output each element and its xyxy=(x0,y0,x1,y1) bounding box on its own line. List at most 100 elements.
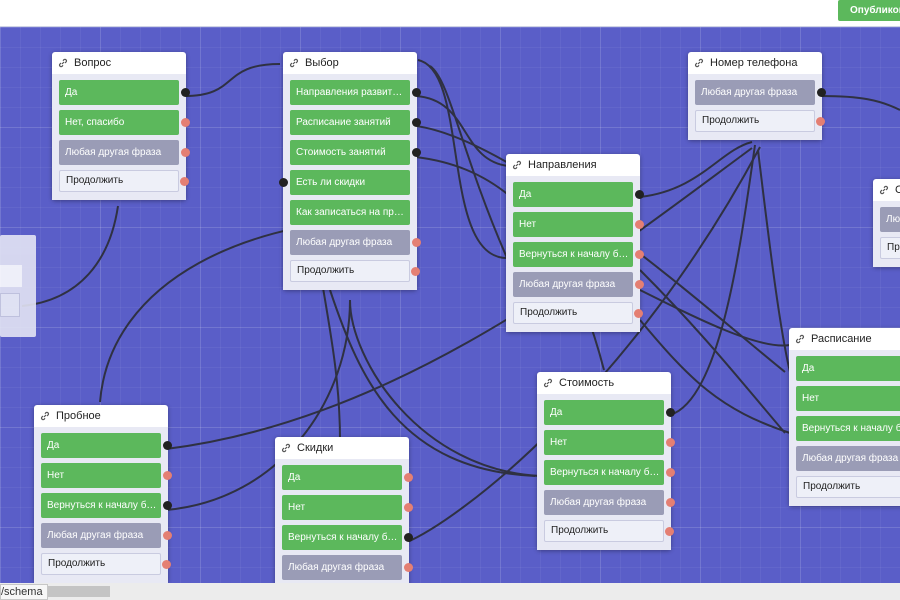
continue-option[interactable]: Продолжить xyxy=(41,553,171,575)
output-port[interactable] xyxy=(181,88,190,97)
option-button[interactable]: Как записаться на пробн... xyxy=(290,200,410,225)
output-port[interactable] xyxy=(635,250,644,259)
continue-option[interactable]: Продолжить xyxy=(796,476,900,498)
output-port[interactable] xyxy=(666,438,675,447)
fallback-option[interactable]: Любая другая фраза xyxy=(513,272,644,297)
output-port[interactable] xyxy=(635,280,644,289)
fallback-option[interactable]: Люб xyxy=(880,207,900,232)
status-bar: /schema xyxy=(0,583,900,600)
fallback-option[interactable]: Любая другая фраза xyxy=(695,80,826,105)
node-raspisanie[interactable]: Расписание Да Нет Вернуться к началу бес… xyxy=(789,328,900,506)
option-button[interactable]: Нет xyxy=(513,212,644,237)
output-port[interactable] xyxy=(163,531,172,540)
output-port[interactable] xyxy=(404,533,413,542)
node-vopros[interactable]: Вопрос Да Нет, спасибо Любая другая фраз… xyxy=(52,52,190,200)
output-port[interactable] xyxy=(404,503,413,512)
node-header[interactable]: Направления xyxy=(506,154,640,176)
node-header[interactable]: Скидки xyxy=(275,437,409,459)
edge-to-raspisanie xyxy=(639,269,786,434)
node-header[interactable]: Стоимость xyxy=(537,372,671,394)
output-port[interactable] xyxy=(412,238,421,247)
option-button[interactable]: Направления развития р... xyxy=(290,80,421,105)
partial-node-left[interactable] xyxy=(0,235,36,337)
fallback-option[interactable]: Любая другая фраза xyxy=(41,523,172,548)
node-header[interactable]: Расписание xyxy=(789,328,900,350)
node-body: Да Нет Вернуться к началу бесе... Любая … xyxy=(34,427,172,583)
node-napravleniya[interactable]: Направления Да Нет Вернуться к началу бе… xyxy=(506,154,644,332)
flow-canvas[interactable]: Вопрос Да Нет, спасибо Любая другая фраз… xyxy=(0,27,900,583)
output-port[interactable] xyxy=(665,526,674,536)
output-port[interactable] xyxy=(816,116,825,126)
fallback-option[interactable]: Любая другая фраза xyxy=(544,490,675,515)
option-button[interactable]: Да xyxy=(513,182,644,207)
option-button[interactable]: Нет xyxy=(282,495,413,520)
node-header[interactable]: Пробное xyxy=(34,405,168,427)
output-port[interactable] xyxy=(163,441,172,450)
node-title: Пробное xyxy=(56,410,101,422)
option-button[interactable]: Да xyxy=(59,80,190,105)
node-partial-right[interactable]: С Люб Про xyxy=(873,179,900,267)
output-port[interactable] xyxy=(635,190,644,199)
option-button[interactable]: Вернуться к началу бесе... xyxy=(544,460,675,485)
option-button[interactable]: Есть ли скидки xyxy=(279,170,410,195)
option-button[interactable]: Нет xyxy=(41,463,172,488)
output-port[interactable] xyxy=(666,468,675,477)
node-probnoe[interactable]: Пробное Да Нет Вернуться к началу бесе..… xyxy=(34,405,172,583)
output-port[interactable] xyxy=(634,308,643,318)
option-button[interactable]: Да xyxy=(796,356,900,381)
output-port[interactable] xyxy=(181,118,190,127)
output-port[interactable] xyxy=(817,88,826,97)
output-port[interactable] xyxy=(162,559,171,569)
continue-option[interactable]: Продолжить xyxy=(513,302,643,324)
edge-napr-back2 xyxy=(429,65,508,259)
option-button[interactable]: Нет, спасибо xyxy=(59,110,190,135)
node-header[interactable]: Выбор xyxy=(283,52,417,74)
edge-start-vopros xyxy=(21,205,119,307)
option-button[interactable]: Вернуться к началу бесе... xyxy=(41,493,172,518)
horizontal-scrollbar[interactable] xyxy=(48,586,110,597)
node-header[interactable]: Вопрос xyxy=(52,52,186,74)
fallback-option[interactable]: Любая другая фраза xyxy=(796,446,900,471)
option-button[interactable]: Вернуться к началу бесе... xyxy=(796,416,900,441)
option-button[interactable]: Нет xyxy=(544,430,675,455)
output-port[interactable] xyxy=(666,498,675,507)
continue-option[interactable]: Продолжить xyxy=(290,260,420,282)
continue-option[interactable]: Продолжить xyxy=(544,520,674,542)
output-port[interactable] xyxy=(412,148,421,157)
node-header[interactable]: Номер телефона xyxy=(688,52,822,74)
output-port[interactable] xyxy=(181,148,190,157)
output-port[interactable] xyxy=(412,118,421,127)
option-button[interactable]: Да xyxy=(544,400,675,425)
option-button[interactable]: Расписание занятий xyxy=(290,110,421,135)
option-button[interactable]: Вернуться к началу бесе... xyxy=(282,525,413,550)
node-body: Да Нет Вернуться к началу бесе... Любая … xyxy=(789,350,900,506)
option-button[interactable]: Да xyxy=(282,465,413,490)
node-stoimost[interactable]: Стоимость Да Нет Вернуться к началу бесе… xyxy=(537,372,675,550)
output-port[interactable] xyxy=(666,408,675,417)
output-port[interactable] xyxy=(635,220,644,229)
node-vybor[interactable]: Выбор Направления развития р... Расписан… xyxy=(279,52,421,290)
input-port[interactable] xyxy=(279,178,288,187)
edge-probnoe-nomer xyxy=(165,147,753,450)
output-port[interactable] xyxy=(404,563,413,572)
option-button[interactable]: Нет xyxy=(796,386,900,411)
output-port[interactable] xyxy=(180,176,189,186)
option-button[interactable]: Вернуться к началу бесе... xyxy=(513,242,644,267)
option-button[interactable]: Стоимость занятий xyxy=(290,140,421,165)
option-button[interactable]: Да xyxy=(41,433,172,458)
node-skidki[interactable]: Скидки Да Нет Вернуться к началу бесе...… xyxy=(275,437,413,583)
node-header[interactable]: С xyxy=(873,179,900,201)
fallback-option[interactable]: Любая другая фраза xyxy=(59,140,190,165)
output-port[interactable] xyxy=(163,501,172,510)
continue-option[interactable]: Про xyxy=(880,237,900,259)
continue-option[interactable]: Продолжить xyxy=(695,110,825,132)
output-port[interactable] xyxy=(411,266,420,276)
output-port[interactable] xyxy=(412,88,421,97)
continue-option[interactable]: Продолжить xyxy=(59,170,189,192)
publish-button[interactable]: Опубликова xyxy=(838,0,900,21)
node-nomer-telefona[interactable]: Номер телефона Любая другая фраза Продол… xyxy=(688,52,826,140)
output-port[interactable] xyxy=(163,471,172,480)
output-port[interactable] xyxy=(404,473,413,482)
fallback-option[interactable]: Любая другая фраза xyxy=(290,230,421,255)
fallback-option[interactable]: Любая другая фраза xyxy=(282,555,413,580)
